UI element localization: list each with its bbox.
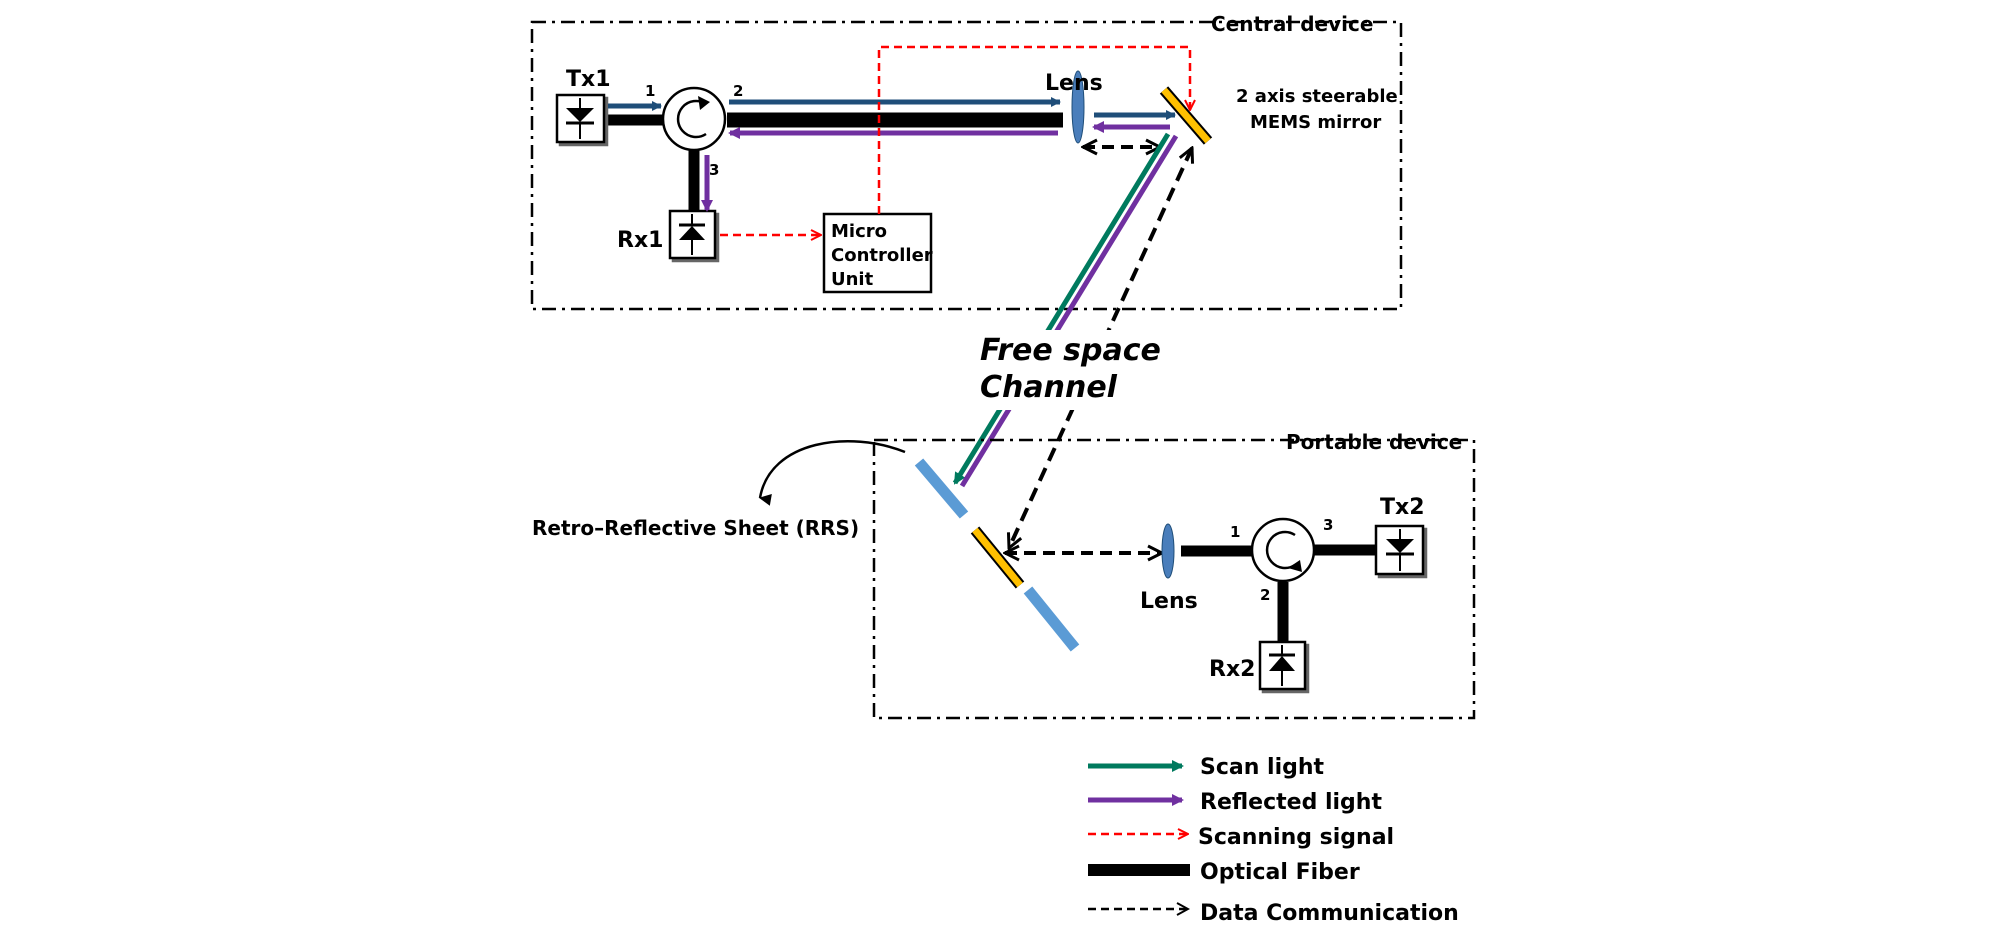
central-device-group: Central device Tx1 1 2 3	[530, 12, 1403, 311]
rx1-label: Rx1	[617, 228, 663, 253]
legend-item-data-communication: Data Communication	[1088, 901, 1459, 926]
central-port-2: 2	[733, 82, 743, 100]
data-link-free-space	[1009, 148, 1192, 548]
portable-device-boundary	[872, 438, 1476, 720]
lens-icon	[1071, 70, 1085, 144]
rrs-label: Retro–Reflective Sheet (RRS)	[532, 516, 859, 540]
free-space-channel: Free space Channel	[952, 132, 1192, 548]
rrs-lower	[1023, 586, 1080, 652]
legend-label-data-communication: Data Communication	[1200, 901, 1459, 926]
rx1-photodiode: Rx1	[617, 209, 717, 260]
central-device-title: Central device	[1211, 12, 1373, 36]
channel-label-line2: Channel	[980, 370, 1118, 405]
mcu-line3: Unit	[831, 269, 874, 290]
legend-label-scanning-signal: Scanning signal	[1198, 825, 1394, 850]
legend-item-scanning-signal: Scanning signal	[1088, 825, 1394, 850]
reflected-light-free-space	[959, 134, 1179, 488]
circulator-icon	[661, 86, 727, 152]
tx2-label: Tx2	[1380, 495, 1425, 520]
mcu-line1: Micro	[831, 221, 887, 242]
mcu-box	[822, 212, 933, 294]
portable-device-title: Portable device	[1286, 430, 1462, 454]
portable-port-2: 2	[1260, 586, 1270, 604]
channel-label-bg	[978, 330, 1143, 410]
central-device-boundary	[530, 20, 1403, 311]
central-lens-label: Lens	[1045, 71, 1103, 96]
rx2-label: Rx2	[1209, 657, 1255, 682]
scan-signal-mcu-to-mirror	[877, 45, 1190, 214]
rrs-callout-arrow	[758, 440, 906, 506]
rrs-callout: Retro–Reflective Sheet (RRS)	[532, 440, 906, 540]
mems-label-line2: MEMS mirror	[1250, 112, 1381, 133]
legend-item-scan-light: Scan light	[1088, 755, 1325, 780]
portable-port-1: 1	[1230, 523, 1240, 541]
mems-mirror: 2 axis steerable MEMS mirror	[1159, 86, 1398, 145]
channel-label-line1: Free space	[980, 333, 1161, 368]
portable-lens-icon	[1161, 523, 1175, 579]
micro-controller-unit: Micro Controller Unit	[822, 212, 933, 294]
portable-circulator-icon	[1250, 517, 1316, 583]
legend: Scan light Reflected light Scanning sign…	[1088, 755, 1459, 926]
legend-item-reflected-light: Reflected light	[1088, 790, 1382, 815]
portable-lens-label: Lens	[1140, 589, 1198, 614]
portable-circulator: 1 2 3	[1230, 516, 1333, 604]
portable-port-3: 3	[1323, 516, 1333, 534]
central-circulator: 1 2 3	[645, 82, 743, 179]
central-port-3: 3	[709, 161, 719, 179]
tx1-label: Tx1	[566, 67, 611, 92]
mems-label-line1: 2 axis steerable	[1236, 86, 1398, 107]
tx2-laser: Tx2	[1374, 495, 1425, 576]
mcu-line2: Controller	[831, 245, 933, 266]
legend-label-optical-fiber: Optical Fiber	[1200, 860, 1360, 885]
legend-label-reflected-light: Reflected light	[1200, 790, 1382, 815]
rrs-upper	[914, 458, 969, 519]
legend-label-scan-light: Scan light	[1200, 755, 1325, 780]
rx2-photodiode: Rx2	[1209, 640, 1307, 691]
portable-device-group: Portable device Lens 1 2 3	[872, 430, 1476, 720]
legend-item-optical-fiber: Optical Fiber	[1088, 860, 1360, 885]
central-port-1: 1	[645, 82, 655, 100]
tx1-laser: Tx1	[555, 67, 611, 144]
